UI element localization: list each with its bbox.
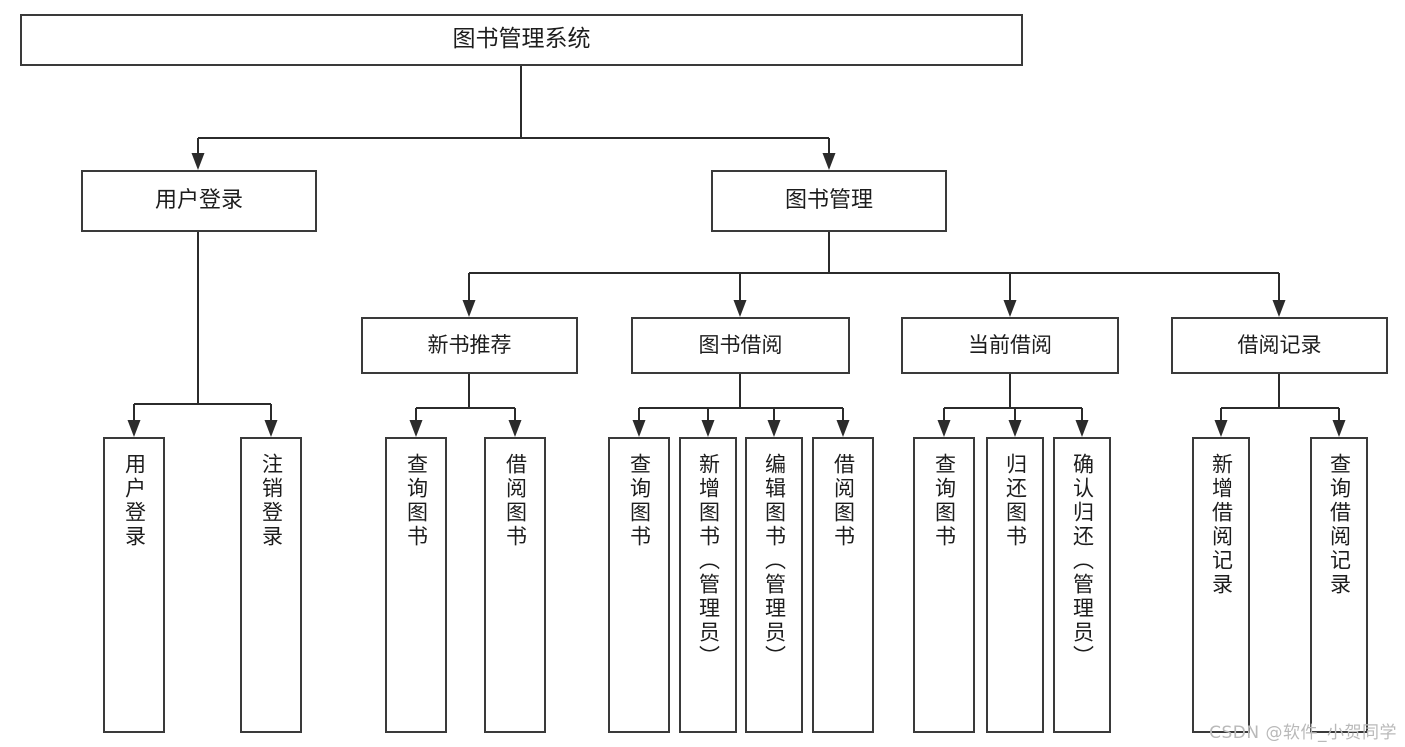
connector-arrow-record-to-leaves-1 bbox=[1332, 420, 1346, 437]
node-new-book-recommend[interactable]: 新书推荐 bbox=[361, 317, 578, 374]
node-current-borrow-label: 当前借阅 bbox=[968, 333, 1052, 358]
node-current-borrow[interactable]: 当前借阅 bbox=[901, 317, 1119, 374]
connector-arrow-current-to-leaves-2 bbox=[1075, 420, 1089, 437]
node-book-management-label: 图书管理 bbox=[784, 187, 873, 213]
node-leaf-edit-book-admin[interactable]: 编辑图书（管理员） bbox=[745, 437, 803, 733]
connector-arrow-borrow-to-leaves-2 bbox=[767, 420, 781, 437]
connector-arrow-borrow-to-leaves-0 bbox=[632, 420, 646, 437]
node-leaf-query-borrow-record-label: 查询借阅记录 bbox=[1327, 453, 1352, 597]
node-user-login-label: 用户登录 bbox=[154, 187, 243, 213]
connector-arrow-record-to-leaves-0 bbox=[1214, 420, 1228, 437]
node-leaf-add-borrow-record-label: 新增借阅记录 bbox=[1209, 453, 1234, 597]
node-leaf-edit-book-admin-label: 编辑图书（管理员） bbox=[762, 453, 787, 669]
connector-arrow-book-mgmt-to-level3-0 bbox=[462, 300, 476, 317]
node-leaf-borrow-book[interactable]: 借阅图书 bbox=[812, 437, 874, 733]
node-user-login[interactable]: 用户登录 bbox=[81, 170, 317, 232]
node-leaf-query-book-recommend-label: 查询图书 bbox=[404, 453, 429, 549]
node-leaf-confirm-return-admin[interactable]: 确认归还（管理员） bbox=[1053, 437, 1111, 733]
node-borrow-record-label: 借阅记录 bbox=[1237, 333, 1322, 358]
node-root[interactable]: 图书管理系统 bbox=[20, 14, 1023, 66]
node-leaf-confirm-return-admin-label: 确认归还（管理员） bbox=[1070, 453, 1095, 669]
node-leaf-logout-login-label: 注销登录 bbox=[259, 453, 284, 549]
node-book-borrow[interactable]: 图书借阅 bbox=[631, 317, 850, 374]
node-leaf-query-book-current[interactable]: 查询图书 bbox=[913, 437, 975, 733]
node-leaf-add-borrow-record[interactable]: 新增借阅记录 bbox=[1192, 437, 1250, 733]
node-leaf-query-book-borrow[interactable]: 查询图书 bbox=[608, 437, 670, 733]
node-leaf-add-book-admin[interactable]: 新增图书（管理员） bbox=[679, 437, 737, 733]
node-book-borrow-label: 图书借阅 bbox=[698, 333, 783, 358]
connector-arrow-current-to-leaves-0 bbox=[937, 420, 951, 437]
node-leaf-add-book-admin-label: 新增图书（管理员） bbox=[696, 453, 721, 669]
node-book-management[interactable]: 图书管理 bbox=[711, 170, 947, 232]
node-borrow-record[interactable]: 借阅记录 bbox=[1171, 317, 1388, 374]
connector-arrow-book-mgmt-to-level3-2 bbox=[1003, 300, 1017, 317]
connector-arrow-user-login-to-leaves-1 bbox=[264, 420, 278, 437]
connector-arrow-current-to-leaves-1 bbox=[1008, 420, 1022, 437]
node-leaf-user-login[interactable]: 用户登录 bbox=[103, 437, 165, 733]
watermark-text: CSDN @软件_小贺同学 bbox=[1209, 723, 1397, 743]
node-leaf-query-book-recommend[interactable]: 查询图书 bbox=[385, 437, 447, 733]
node-leaf-borrow-book-label: 借阅图书 bbox=[831, 453, 856, 549]
connector-arrow-recommend-to-leaves-1 bbox=[508, 420, 522, 437]
node-leaf-borrow-book-recommend-label: 借阅图书 bbox=[503, 453, 528, 549]
connector-arrow-root-to-level2-1 bbox=[822, 153, 836, 170]
connector-arrow-book-mgmt-to-level3-3 bbox=[1272, 300, 1286, 317]
node-leaf-query-borrow-record[interactable]: 查询借阅记录 bbox=[1310, 437, 1368, 733]
connector-arrow-root-to-level2-0 bbox=[191, 153, 205, 170]
connector-arrow-recommend-to-leaves-0 bbox=[409, 420, 423, 437]
connector-arrow-borrow-to-leaves-1 bbox=[701, 420, 715, 437]
node-new-book-recommend-label: 新书推荐 bbox=[427, 333, 512, 358]
node-leaf-return-book[interactable]: 归还图书 bbox=[986, 437, 1044, 733]
node-leaf-user-login-label: 用户登录 bbox=[122, 453, 147, 549]
connector-arrow-book-mgmt-to-level3-1 bbox=[733, 300, 747, 317]
node-leaf-logout-login[interactable]: 注销登录 bbox=[240, 437, 302, 733]
node-leaf-query-book-borrow-label: 查询图书 bbox=[627, 453, 652, 549]
connector-arrow-borrow-to-leaves-3 bbox=[836, 420, 850, 437]
node-leaf-borrow-book-recommend[interactable]: 借阅图书 bbox=[484, 437, 546, 733]
node-leaf-return-book-label: 归还图书 bbox=[1003, 453, 1028, 549]
connector-arrow-user-login-to-leaves-0 bbox=[127, 420, 141, 437]
node-root-label: 图书管理系统 bbox=[452, 26, 591, 53]
node-leaf-query-book-current-label: 查询图书 bbox=[932, 453, 957, 549]
